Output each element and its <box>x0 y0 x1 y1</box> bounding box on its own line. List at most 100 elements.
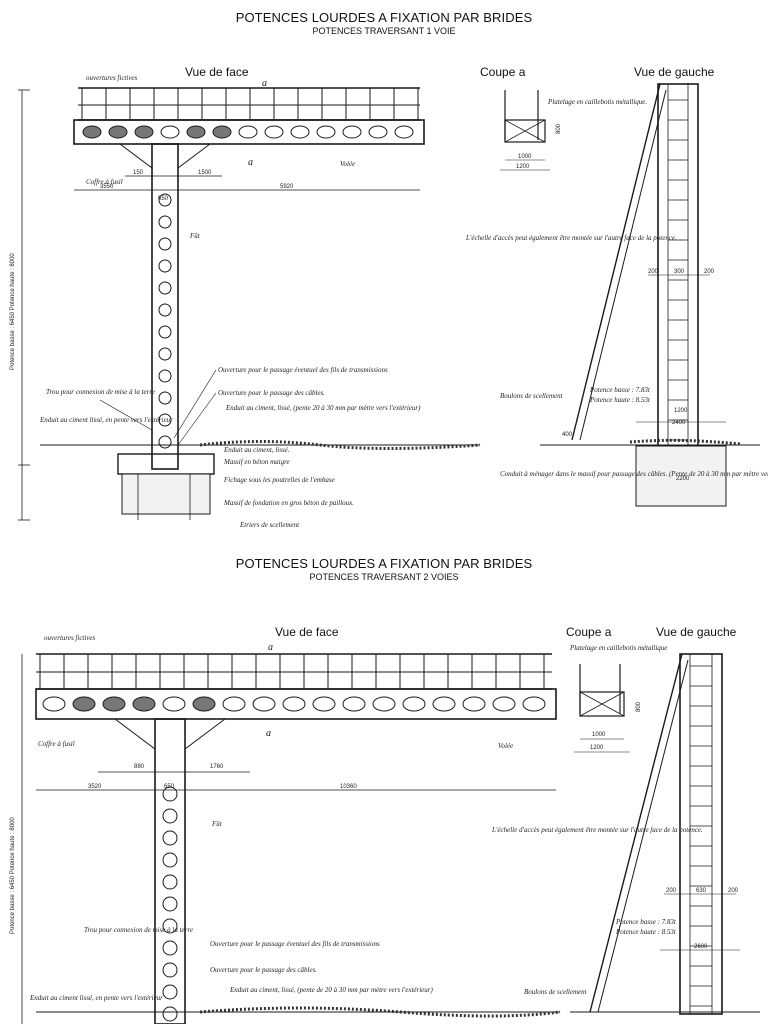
beam-opening <box>222 696 246 712</box>
beam-opening <box>342 696 366 712</box>
beam-opening <box>282 696 306 712</box>
beam-opening <box>394 125 414 139</box>
label-conduit: Conduit à ménager dans le massif pour pa… <box>500 470 768 478</box>
label-trou-2: Trou pour connexion de mise à la terre <box>84 926 193 934</box>
mast-opening <box>158 369 172 383</box>
label-enduit-pente-2: Enduit au ciment, lissé, (pente de 20 à … <box>229 986 433 994</box>
mast-opening <box>162 984 178 1000</box>
front-foundation <box>121 473 211 515</box>
svg-text:1200: 1200 <box>674 408 688 414</box>
front-mast <box>151 143 179 470</box>
svg-text:3520: 3520 <box>88 784 102 790</box>
label-potence-basse: Potence basse : 7.83t <box>589 386 651 394</box>
label-volee: Volée <box>340 160 355 168</box>
svg-text:630: 630 <box>696 888 707 894</box>
label-fut: Fût <box>189 232 201 240</box>
beam-opening <box>522 696 546 712</box>
svg-text:150: 150 <box>133 170 144 176</box>
svg-text:2600: 2600 <box>694 944 708 950</box>
label-ouv-cables-2: Ouverture pour le passage des câbles. <box>210 966 317 974</box>
label-echelle-2: L'échelle d'accès peut également être mo… <box>491 826 703 834</box>
label-platelage: Platelage en caillebotis métallique. <box>547 98 647 106</box>
beam-opening <box>132 696 156 712</box>
beam-opening <box>342 125 362 139</box>
label-ouvertures-2: ouvertures fictives <box>44 634 96 642</box>
sheet1-subtitle: POTENCES TRAVERSANT 1 VOIE <box>312 26 456 36</box>
section-mark-top: a <box>262 78 267 89</box>
label-potence-basse-2: Potence basse : 7.83t <box>615 918 677 926</box>
beam-opening <box>108 125 128 139</box>
label-potence-haute-2: Potence haute : 8.53t <box>615 928 677 936</box>
svg-text:400: 400 <box>562 432 573 438</box>
sheet2-drawing: Vue de face Coupe a Vue de gauche a a Po… <box>10 625 760 1024</box>
beam-opening <box>186 125 206 139</box>
mast-opening <box>162 786 178 802</box>
label-echelle: L'échelle d'accès peut également être mo… <box>465 234 677 242</box>
beam-opening <box>402 696 426 712</box>
beam-opening <box>192 696 216 712</box>
label-platelage-2: Platelage en caillebotis métallique <box>569 644 667 652</box>
sheet2-subtitle: POTENCES TRAVERSANT 2 VOIES <box>309 572 459 582</box>
mast-opening <box>158 435 172 449</box>
svg-text:300: 300 <box>674 269 685 275</box>
svg-text:1000: 1000 <box>518 154 532 160</box>
mast-opening <box>158 325 172 339</box>
label-enduit-lisse: Enduit au ciment, lissé. <box>223 446 290 454</box>
svg-text:3550: 3550 <box>100 184 114 190</box>
label-ouv-fils-2: Ouverture pour le passage éventuel des f… <box>210 940 380 948</box>
beam-opening <box>372 696 396 712</box>
section-view-heading-2: Coupe a <box>566 625 612 639</box>
mast-opening <box>158 413 172 427</box>
beam-opening <box>252 696 276 712</box>
section-mark-top-2: a <box>268 642 273 653</box>
beam-opening <box>432 696 456 712</box>
beam-opening <box>290 125 310 139</box>
label-ouvertures: ouvertures fictives <box>86 74 138 82</box>
beam-opening <box>162 696 186 712</box>
mast-opening <box>162 830 178 846</box>
mast-opening <box>158 303 172 317</box>
svg-text:650: 650 <box>164 784 175 790</box>
svg-text:1200: 1200 <box>516 164 530 170</box>
label-enduit-pente: Enduit au ciment, lissé, (pente 20 à 30 … <box>225 404 421 412</box>
mast-opening <box>158 259 172 273</box>
sheet2-title: POTENCES LOURDES A FIXATION PAR BRIDES <box>235 556 533 571</box>
beam-opening <box>264 125 284 139</box>
svg-text:880: 880 <box>134 764 145 770</box>
front-view-heading-2: Vue de face <box>275 625 339 639</box>
mast-opening <box>158 347 172 361</box>
sheet1-drawing: Vue de face Coupe a Vue de gauche a a Po… <box>10 65 768 529</box>
svg-text:200: 200 <box>704 269 715 275</box>
label-massif-maigre: Massif en béton maigre <box>223 458 290 466</box>
beam-opening <box>368 125 388 139</box>
mast-opening <box>158 193 172 207</box>
front-beam-2 <box>35 688 557 720</box>
svg-text:2200: 2200 <box>676 476 690 482</box>
svg-text:200: 200 <box>648 269 659 275</box>
svg-text:800: 800 <box>636 701 642 712</box>
beam-opening <box>134 125 154 139</box>
label-etriers: Etriers de scellement <box>239 521 300 529</box>
beam-opening <box>72 696 96 712</box>
label-ouv-fils: Ouverture pour le passage éventuel des f… <box>218 366 388 374</box>
mast-opening <box>162 808 178 824</box>
front-foundation-cap <box>117 453 215 475</box>
mast-opening <box>162 896 178 912</box>
mast-opening <box>158 281 172 295</box>
left-view-heading-2: Vue de gauche <box>656 625 737 639</box>
beam-opening <box>316 125 336 139</box>
mast-opening <box>162 852 178 868</box>
label-ouv-cables: Ouverture pour le passage des câbles. <box>218 389 325 397</box>
front-railing <box>78 87 420 121</box>
front-view-heading: Vue de face <box>185 65 249 79</box>
beam-opening <box>462 696 486 712</box>
svg-text:1200: 1200 <box>590 745 604 751</box>
mast-opening <box>162 874 178 890</box>
label-coffre: Coffre à fusil <box>86 178 123 186</box>
height-dimension: Potence basse : 6450 Potence haute : 800… <box>10 253 16 370</box>
section-mark-bottom-2: a <box>266 728 271 739</box>
label-trou: Trou pour connexion de mise à la terre <box>46 388 155 396</box>
label-fichage: Fichage sous les poutrelles de l'embase <box>223 476 335 484</box>
left-view: 200 300 200 1200 2400 2200 400 L'échelle… <box>465 83 768 507</box>
beam-opening <box>102 696 126 712</box>
